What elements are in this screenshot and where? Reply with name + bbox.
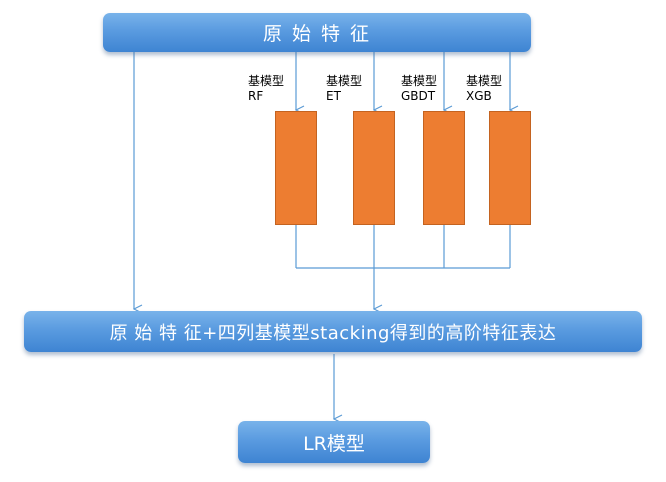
model-bar-et — [353, 111, 395, 225]
stacked-features-box: 原 始 特 征+四列基模型stacking得到的高阶特征表达 — [24, 311, 642, 352]
model-prefix: 基模型 — [326, 74, 363, 88]
model-label-gbdt: 基模型 GBDT — [401, 74, 437, 104]
raw-features-label: 原 始 特 征 — [262, 23, 372, 45]
model-prefix: 基模型 — [248, 74, 285, 88]
model-prefix: 基模型 — [466, 74, 503, 88]
lr-model-box: LR模型 — [238, 421, 430, 463]
model-name: ET — [326, 89, 341, 103]
model-prefix: 基模型 — [401, 74, 438, 88]
model-bar-rf — [275, 111, 317, 225]
model-name: RF — [248, 89, 264, 103]
model-name: XGB — [466, 89, 492, 103]
model-name: GBDT — [401, 89, 436, 103]
lr-model-label: LR模型 — [303, 432, 365, 455]
model-bar-xgb — [489, 111, 531, 225]
raw-features-box: 原 始 特 征 — [103, 13, 531, 52]
stacked-features-label: 原 始 特 征+四列基模型stacking得到的高阶特征表达 — [109, 322, 557, 344]
model-bar-gbdt — [423, 111, 465, 225]
model-label-xgb: 基模型 XGB — [466, 74, 502, 104]
model-label-et: 基模型 ET — [326, 74, 362, 104]
model-label-rf: 基模型 RF — [248, 74, 284, 104]
